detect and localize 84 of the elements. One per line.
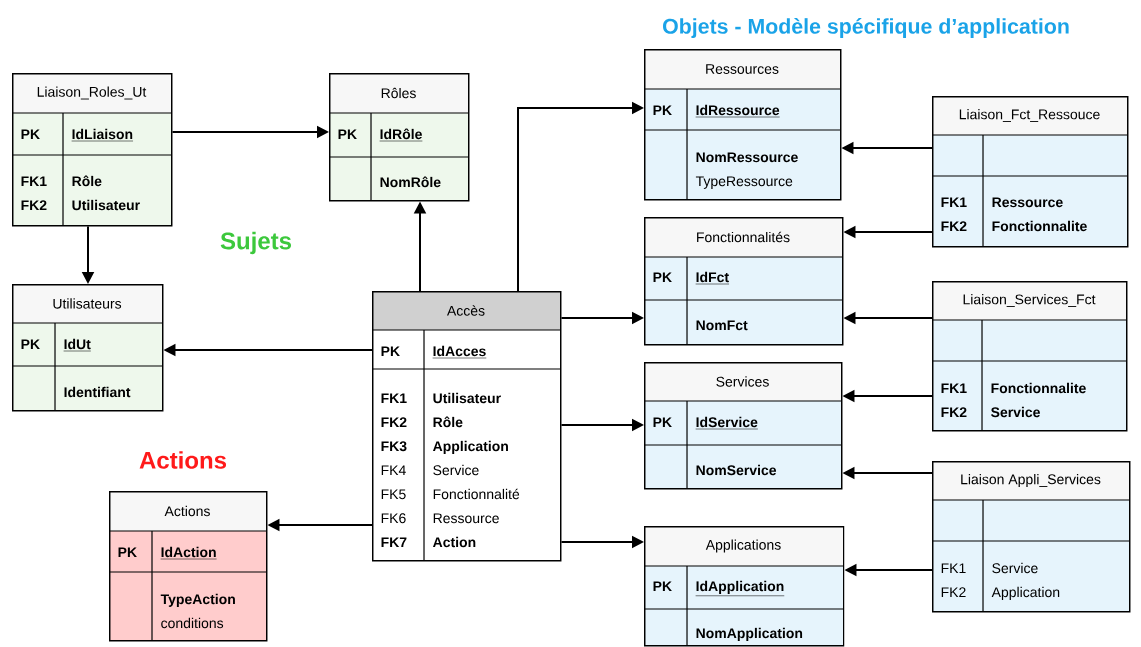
table-title: Ressources (706, 64, 779, 74)
table-title: Services (716, 376, 769, 387)
field-name: conditions (161, 617, 224, 629)
section-heading: Objets - Modèle spécifique d’application (663, 17, 1069, 39)
entity-table (931, 96, 1129, 248)
table-title: Actions (164, 505, 210, 517)
key-label: FK4 (381, 465, 406, 475)
entity-table (643, 217, 844, 346)
field-name: IdLiaison (71, 128, 134, 142)
entity-table (931, 461, 1131, 613)
key-label: FK2 (941, 587, 966, 597)
key-label: PK (653, 105, 672, 115)
key-label: FK2 (21, 200, 47, 210)
key-label: FK2 (941, 221, 967, 231)
field-name: Rôle (433, 416, 463, 428)
table-title: Utilisateurs (53, 298, 122, 309)
field-name: IdUt (63, 338, 92, 352)
key-label: FK6 (381, 513, 406, 524)
field-name: Service (992, 562, 1038, 574)
field-name: Ressource (992, 197, 1063, 208)
field-name: IdFct (695, 271, 730, 285)
field-name: NomApplication (696, 627, 803, 641)
key-label: FK2 (941, 407, 967, 417)
field-name: Service (433, 464, 479, 476)
key-label: FK1 (941, 563, 966, 573)
key-label: FK5 (381, 489, 406, 500)
field-name: NomRessource (696, 152, 798, 163)
key-label: FK7 (381, 537, 407, 547)
entity-table (11, 284, 164, 412)
field-name: Rôle (72, 175, 102, 187)
key-label: PK (21, 339, 40, 349)
table-title: Liaison_Roles_Ut (37, 86, 147, 100)
key-label: FK1 (941, 383, 967, 393)
entity-table (108, 491, 268, 642)
field-name: Service (991, 406, 1040, 418)
key-label: FK1 (941, 197, 967, 207)
field-name: Fonctionnalite (991, 382, 1086, 394)
entity-table (643, 49, 842, 201)
key-label: PK (21, 129, 40, 139)
field-name: IdRôle (379, 128, 423, 142)
section-heading: Actions (139, 451, 226, 469)
field-name: Fonctionnalité (433, 488, 520, 500)
key-label: FK2 (381, 417, 407, 427)
table-title: Applications (705, 539, 781, 553)
field-name: Action (432, 536, 476, 548)
field-name: NomRôle (380, 176, 441, 188)
field-name: Application (991, 586, 1060, 600)
field-name: Identifiant (64, 386, 131, 398)
section-heading: Sujets (220, 231, 292, 255)
field-name: IdAction (160, 546, 217, 560)
key-label: PK (338, 129, 357, 139)
field-name: NomFct (696, 320, 748, 331)
table-title: Liaison Appli_Services (961, 474, 1101, 488)
key-label: PK (653, 581, 672, 591)
field-name: IdApplication (695, 580, 785, 597)
field-name: Application (432, 440, 508, 454)
table-title: Liaison_Fct_Ressouce (959, 109, 1100, 122)
key-label: PK (653, 272, 672, 282)
entity-table (643, 362, 843, 490)
field-name: IdService (695, 416, 759, 430)
key-label: PK (381, 346, 400, 356)
key-label: PK (653, 417, 672, 427)
key-label: FK1 (21, 176, 47, 186)
entity-table (931, 281, 1128, 432)
field-name: IdRessource (695, 104, 780, 118)
table-title: Liaison_Services_Fct (963, 294, 1096, 307)
entity-table (11, 73, 173, 227)
key-label: FK3 (381, 441, 407, 452)
table-title: Fonctionnalités (697, 231, 790, 243)
field-name: TypeAction (160, 593, 235, 607)
entity-table (328, 73, 470, 202)
key-label: FK1 (381, 393, 407, 403)
table-title: Accès (446, 305, 485, 316)
entity-table (643, 526, 845, 647)
field-name: Utilisateur (433, 392, 501, 404)
field-name: Ressource (433, 513, 499, 524)
key-label: PK (118, 547, 137, 557)
field-name: Utilisateur (72, 199, 140, 211)
table-title: Rôles (381, 87, 416, 99)
field-name: Fonctionnalite (992, 220, 1087, 232)
field-name: IdAcces (432, 345, 487, 359)
field-name: NomService (696, 464, 777, 476)
entity-table (371, 291, 562, 562)
field-name: TypeRessource (695, 176, 793, 189)
